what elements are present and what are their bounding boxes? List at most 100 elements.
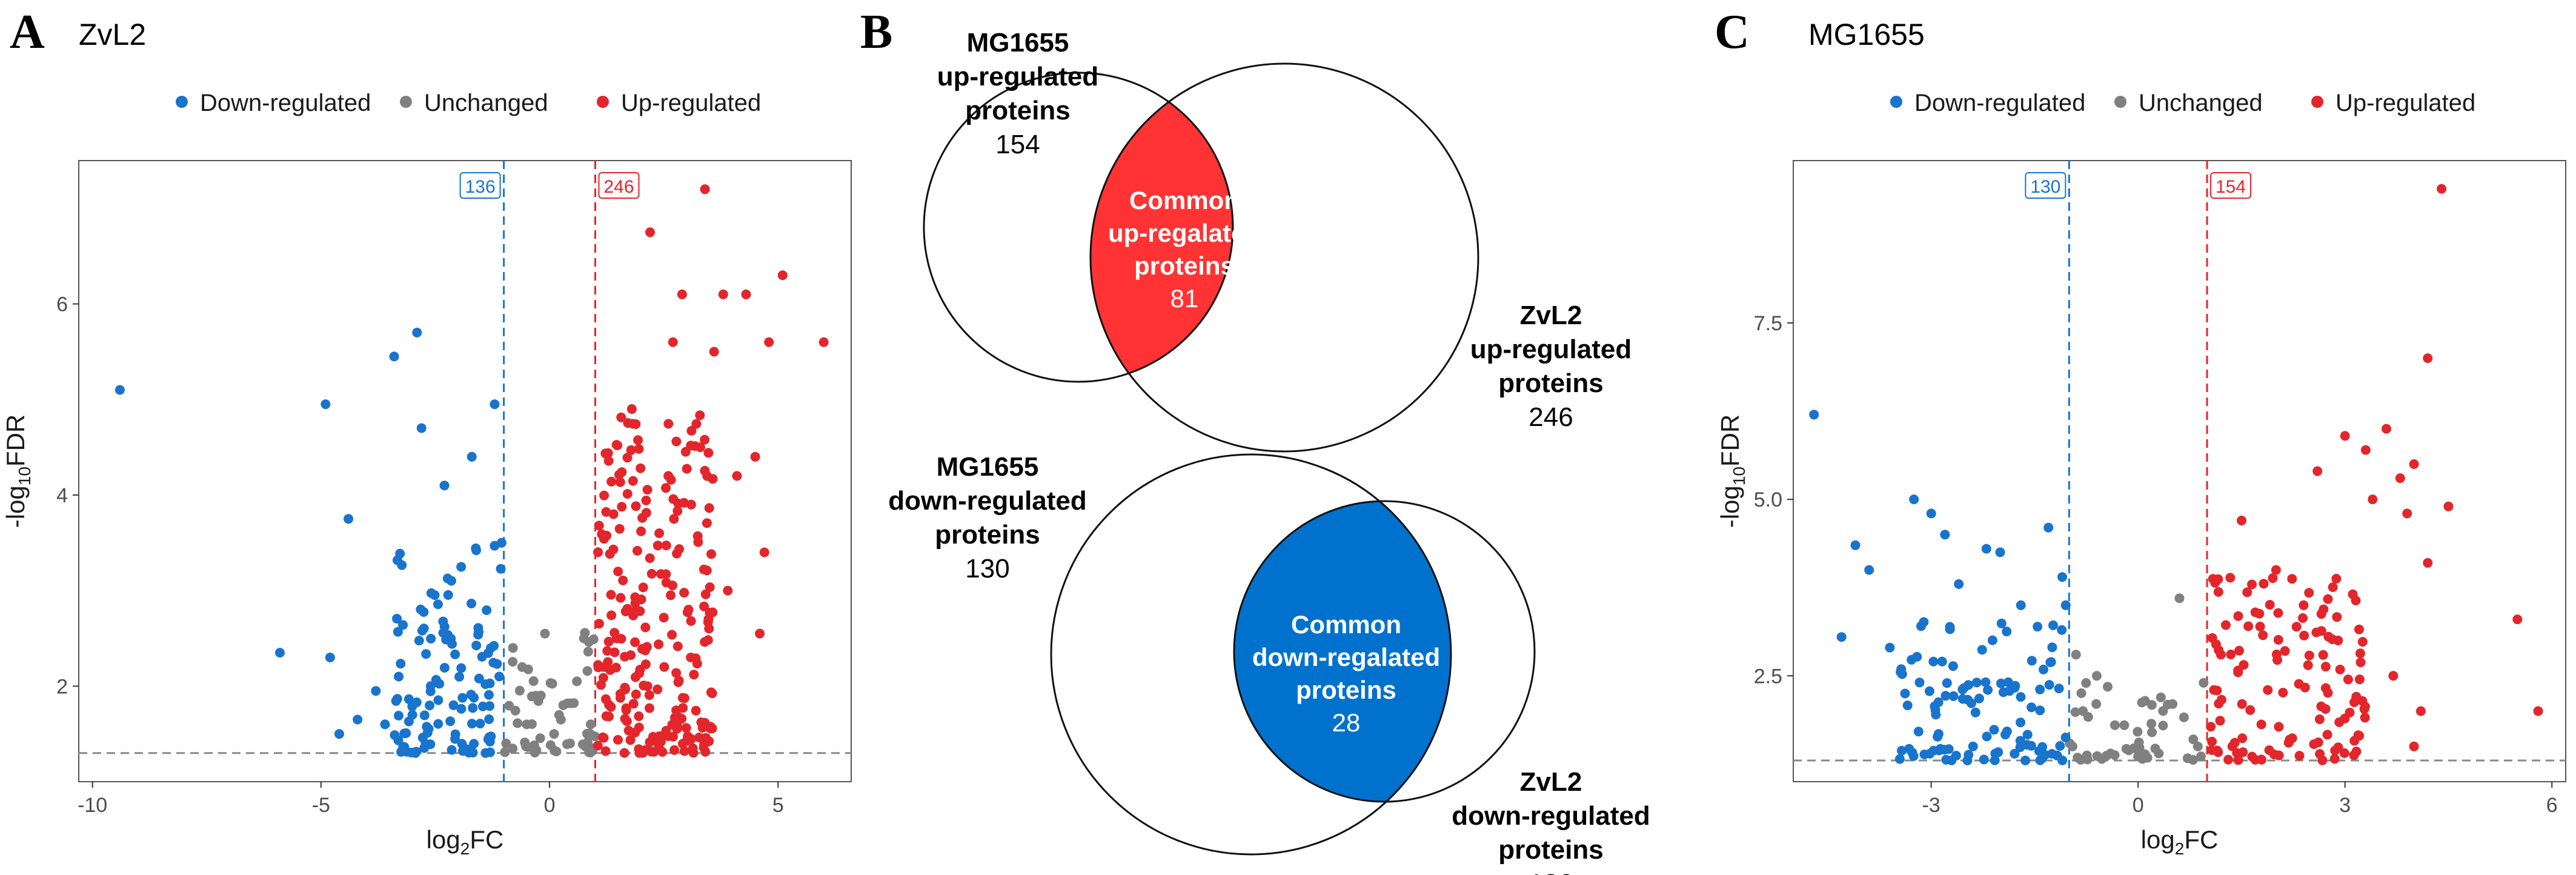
x-tick-label: 5	[772, 794, 784, 817]
point-up	[2303, 660, 2313, 670]
point-up	[601, 507, 611, 517]
point-down	[320, 399, 331, 410]
point-down	[433, 695, 443, 705]
point-up	[732, 471, 742, 481]
point-up	[642, 485, 652, 495]
point-down	[433, 719, 443, 729]
y-tick-label: 2.5	[1754, 665, 1782, 688]
point-up	[618, 575, 628, 585]
point-up	[2278, 688, 2288, 697]
point-down	[396, 659, 406, 669]
point-down	[2016, 692, 2026, 702]
point-up	[2233, 611, 2243, 621]
point-down	[1885, 642, 1895, 653]
point-up	[2368, 494, 2378, 505]
point-up	[2323, 594, 2333, 604]
point-unchanged	[2188, 755, 2198, 765]
point-up	[652, 684, 663, 694]
point-unchanged	[2068, 741, 2077, 751]
point-up	[608, 544, 619, 554]
point-down	[1964, 680, 1974, 690]
count-label-up: 154	[2216, 177, 2246, 197]
point-up	[2533, 706, 2543, 716]
point-up	[2255, 622, 2265, 631]
point-up	[661, 577, 671, 588]
y-axis-title: -log10FDR	[1716, 414, 1748, 528]
point-up	[2402, 508, 2412, 519]
venn-common-count: 28	[1332, 708, 1361, 737]
point-down	[2016, 717, 2026, 728]
point-down	[2055, 741, 2065, 751]
point-up	[600, 746, 611, 756]
point-up	[2332, 612, 2342, 622]
point-up	[626, 445, 636, 455]
point-down	[433, 599, 443, 610]
point-down	[2035, 705, 2045, 716]
point-unchanged	[2199, 677, 2209, 688]
point-up	[682, 464, 692, 474]
point-up	[2229, 737, 2240, 748]
point-down	[371, 686, 381, 696]
point-down	[485, 747, 495, 757]
point-up	[2437, 184, 2447, 194]
point-up	[654, 639, 664, 650]
legend-label-down: Down-regulated	[200, 90, 371, 116]
point-up	[2335, 664, 2345, 674]
point-down	[1987, 635, 1997, 645]
point-down	[389, 351, 399, 362]
point-up	[2258, 630, 2268, 640]
point-down	[466, 599, 477, 608]
point-down	[380, 719, 390, 730]
point-up	[2206, 745, 2217, 755]
point-up	[593, 547, 603, 557]
point-up	[2256, 719, 2266, 730]
point-up	[2423, 353, 2433, 364]
point-unchanged	[2091, 699, 2102, 709]
point-down	[393, 735, 403, 745]
point-up	[707, 688, 717, 699]
point-unchanged	[2103, 682, 2113, 692]
x-tick-label: -3	[1922, 794, 1940, 817]
point-up	[703, 448, 714, 458]
point-down	[426, 588, 436, 598]
point-up	[645, 703, 654, 713]
point-up	[2250, 607, 2260, 617]
point-down	[1981, 544, 1991, 554]
point-up	[615, 477, 625, 487]
point-up	[606, 610, 617, 620]
point-up	[2353, 730, 2363, 740]
point-down	[2002, 627, 2012, 637]
point-down	[425, 681, 436, 691]
point-up	[705, 722, 715, 732]
point-unchanged	[2133, 727, 2143, 737]
point-unchanged	[535, 733, 545, 744]
point-up	[602, 646, 612, 656]
point-down	[1940, 530, 1950, 540]
y-tick-label: 5.0	[1754, 488, 1782, 511]
point-down	[445, 716, 456, 727]
point-up	[2237, 733, 2248, 744]
point-down	[392, 614, 402, 624]
point-up	[2259, 579, 2269, 589]
point-down	[439, 663, 450, 673]
point-down	[2003, 677, 2013, 687]
point-down	[446, 745, 457, 755]
x-tick-label: 0	[2133, 794, 2144, 817]
point-down	[407, 710, 417, 720]
point-down	[1850, 540, 1861, 550]
point-down	[475, 719, 485, 729]
point-down	[2022, 730, 2033, 740]
point-down	[490, 399, 500, 410]
y-tick-label: 7.5	[1754, 312, 1782, 335]
point-up	[661, 569, 671, 579]
point-down	[2044, 680, 2054, 690]
point-unchanged	[2188, 734, 2199, 745]
point-up	[2351, 747, 2362, 757]
venn-right-label: ZvL2	[1520, 767, 1582, 797]
point-up	[2294, 679, 2304, 689]
point-unchanged	[528, 676, 539, 686]
point-unchanged	[585, 728, 595, 739]
point-unchanged	[2174, 593, 2185, 604]
point-unchanged	[2105, 748, 2116, 759]
